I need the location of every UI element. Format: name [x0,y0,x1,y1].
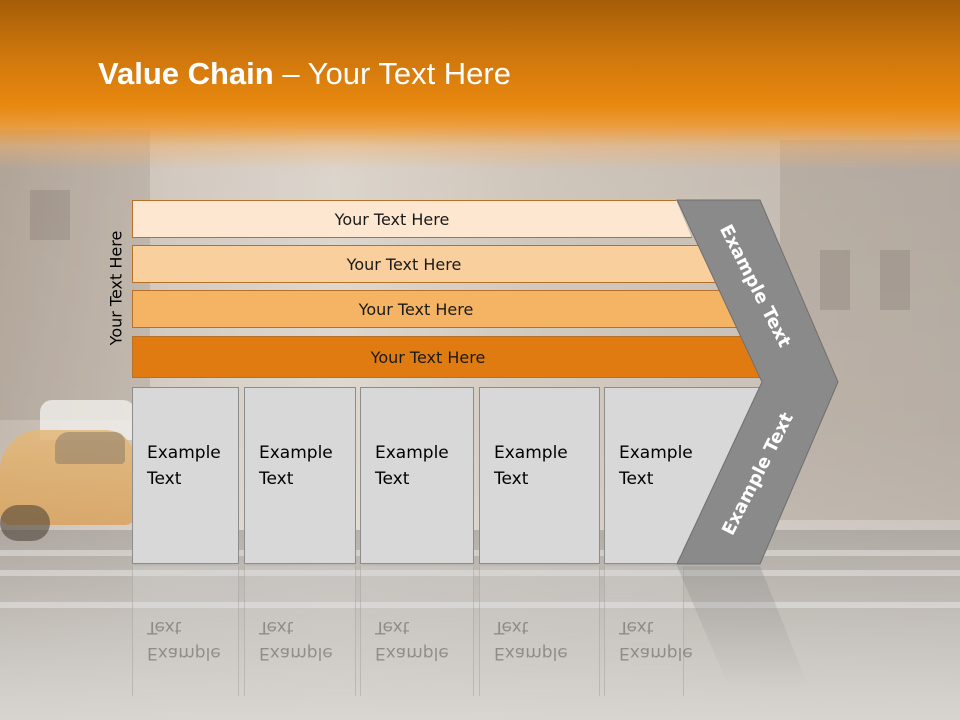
primary-4-line1: Example [494,443,568,463]
support-row-3: Your Text Here [132,290,740,328]
support-row-4-label: Your Text Here [370,347,486,367]
taxi-wheel [0,505,50,541]
title-rest: – Your Text Here [273,56,511,91]
header-bar [0,0,960,170]
support-row-3-label: Your Text Here [358,299,474,319]
support-row-1: Your Text Here [132,200,692,238]
primary-5-line2: Text [619,469,654,489]
primary-2-line2: Text [259,469,294,489]
primary-4-line2: Text [494,469,529,489]
chevron-reflection [677,566,810,690]
primary-3-line2: Text [375,469,410,489]
primary-2-line1: Example [259,443,333,463]
primary-1-line1: Example [147,443,221,463]
support-row-1-label: Your Text Here [334,209,450,229]
taxi-window [55,432,125,464]
title-bold: Value Chain [98,56,274,91]
support-row-2-label: Your Text Here [346,254,462,274]
primary-5-line1: Example [619,443,693,463]
support-row-2: Your Text Here [132,245,716,283]
support-row-4: Your Text Here [132,336,764,378]
chevron-shape [676,199,839,565]
primary-1-line2: Text [147,469,182,489]
primary-3-line1: Example [375,443,449,463]
slide-title: Value Chain – Your Text Here [98,52,511,96]
